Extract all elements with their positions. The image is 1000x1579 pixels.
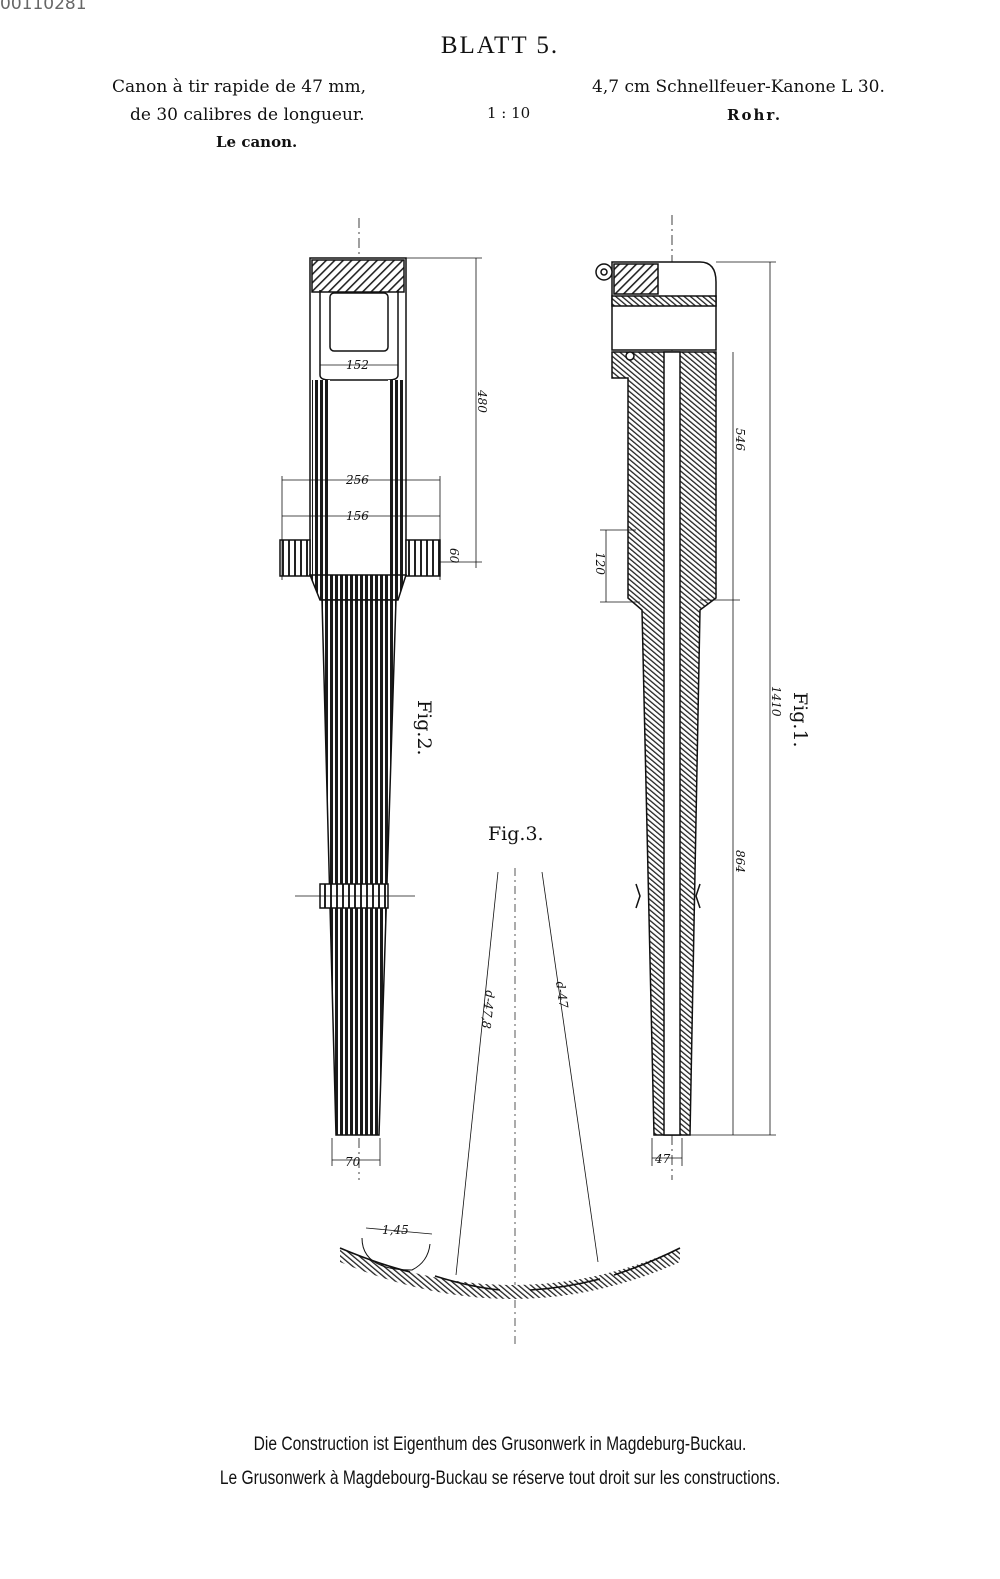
french-title-line-2: de 30 calibres de longueur. <box>130 105 365 125</box>
footer-line-french: Le Grusonwerk à Magdebourg-Buckau se rés… <box>219 1468 781 1489</box>
dim-864: 864 <box>733 850 747 873</box>
dim-480: 480 <box>475 389 489 413</box>
dim-120: 120 <box>593 552 607 575</box>
drawing-scale: 1 : 10 <box>487 104 531 122</box>
dim-152: 152 <box>346 358 369 372</box>
german-subtitle: Rohr. <box>727 106 783 124</box>
dim-d-47-8: d-47,8 <box>479 990 497 1030</box>
figure-2-barrel-exterior <box>279 218 482 1180</box>
dim-1410: 1410 <box>769 686 783 717</box>
french-title-line-1: Canon à tir rapide de 47 mm, <box>112 77 366 97</box>
french-subtitle: Le canon. <box>216 133 298 151</box>
dim-d-47: d-47 <box>553 980 571 1009</box>
dim-47: 47 <box>654 1152 671 1166</box>
fig-2-label: Fig.2. <box>413 700 435 756</box>
german-title: 4,7 cm Schnellfeuer-Kanone L 30. <box>592 77 885 97</box>
figure-1-barrel-section <box>595 215 776 1180</box>
dim-1-45: 1,45 <box>382 1223 409 1237</box>
footer-line-german: Die Construction ist Eigenthum des Gruso… <box>253 1434 747 1455</box>
figure-3-rifling-detail <box>339 868 681 1345</box>
dim-156: 156 <box>346 509 369 523</box>
dim-256: 256 <box>345 473 369 487</box>
fig-3-label: Fig.3. <box>488 823 544 845</box>
sheet-title: BLATT 5. <box>440 32 560 59</box>
dim-70: 70 <box>345 1155 361 1169</box>
dim-546: 546 <box>733 428 747 451</box>
fig-1-label: Fig.1. <box>789 692 811 748</box>
dim-60: 60 <box>447 548 461 564</box>
document-id: 00110281 <box>0 0 87 14</box>
